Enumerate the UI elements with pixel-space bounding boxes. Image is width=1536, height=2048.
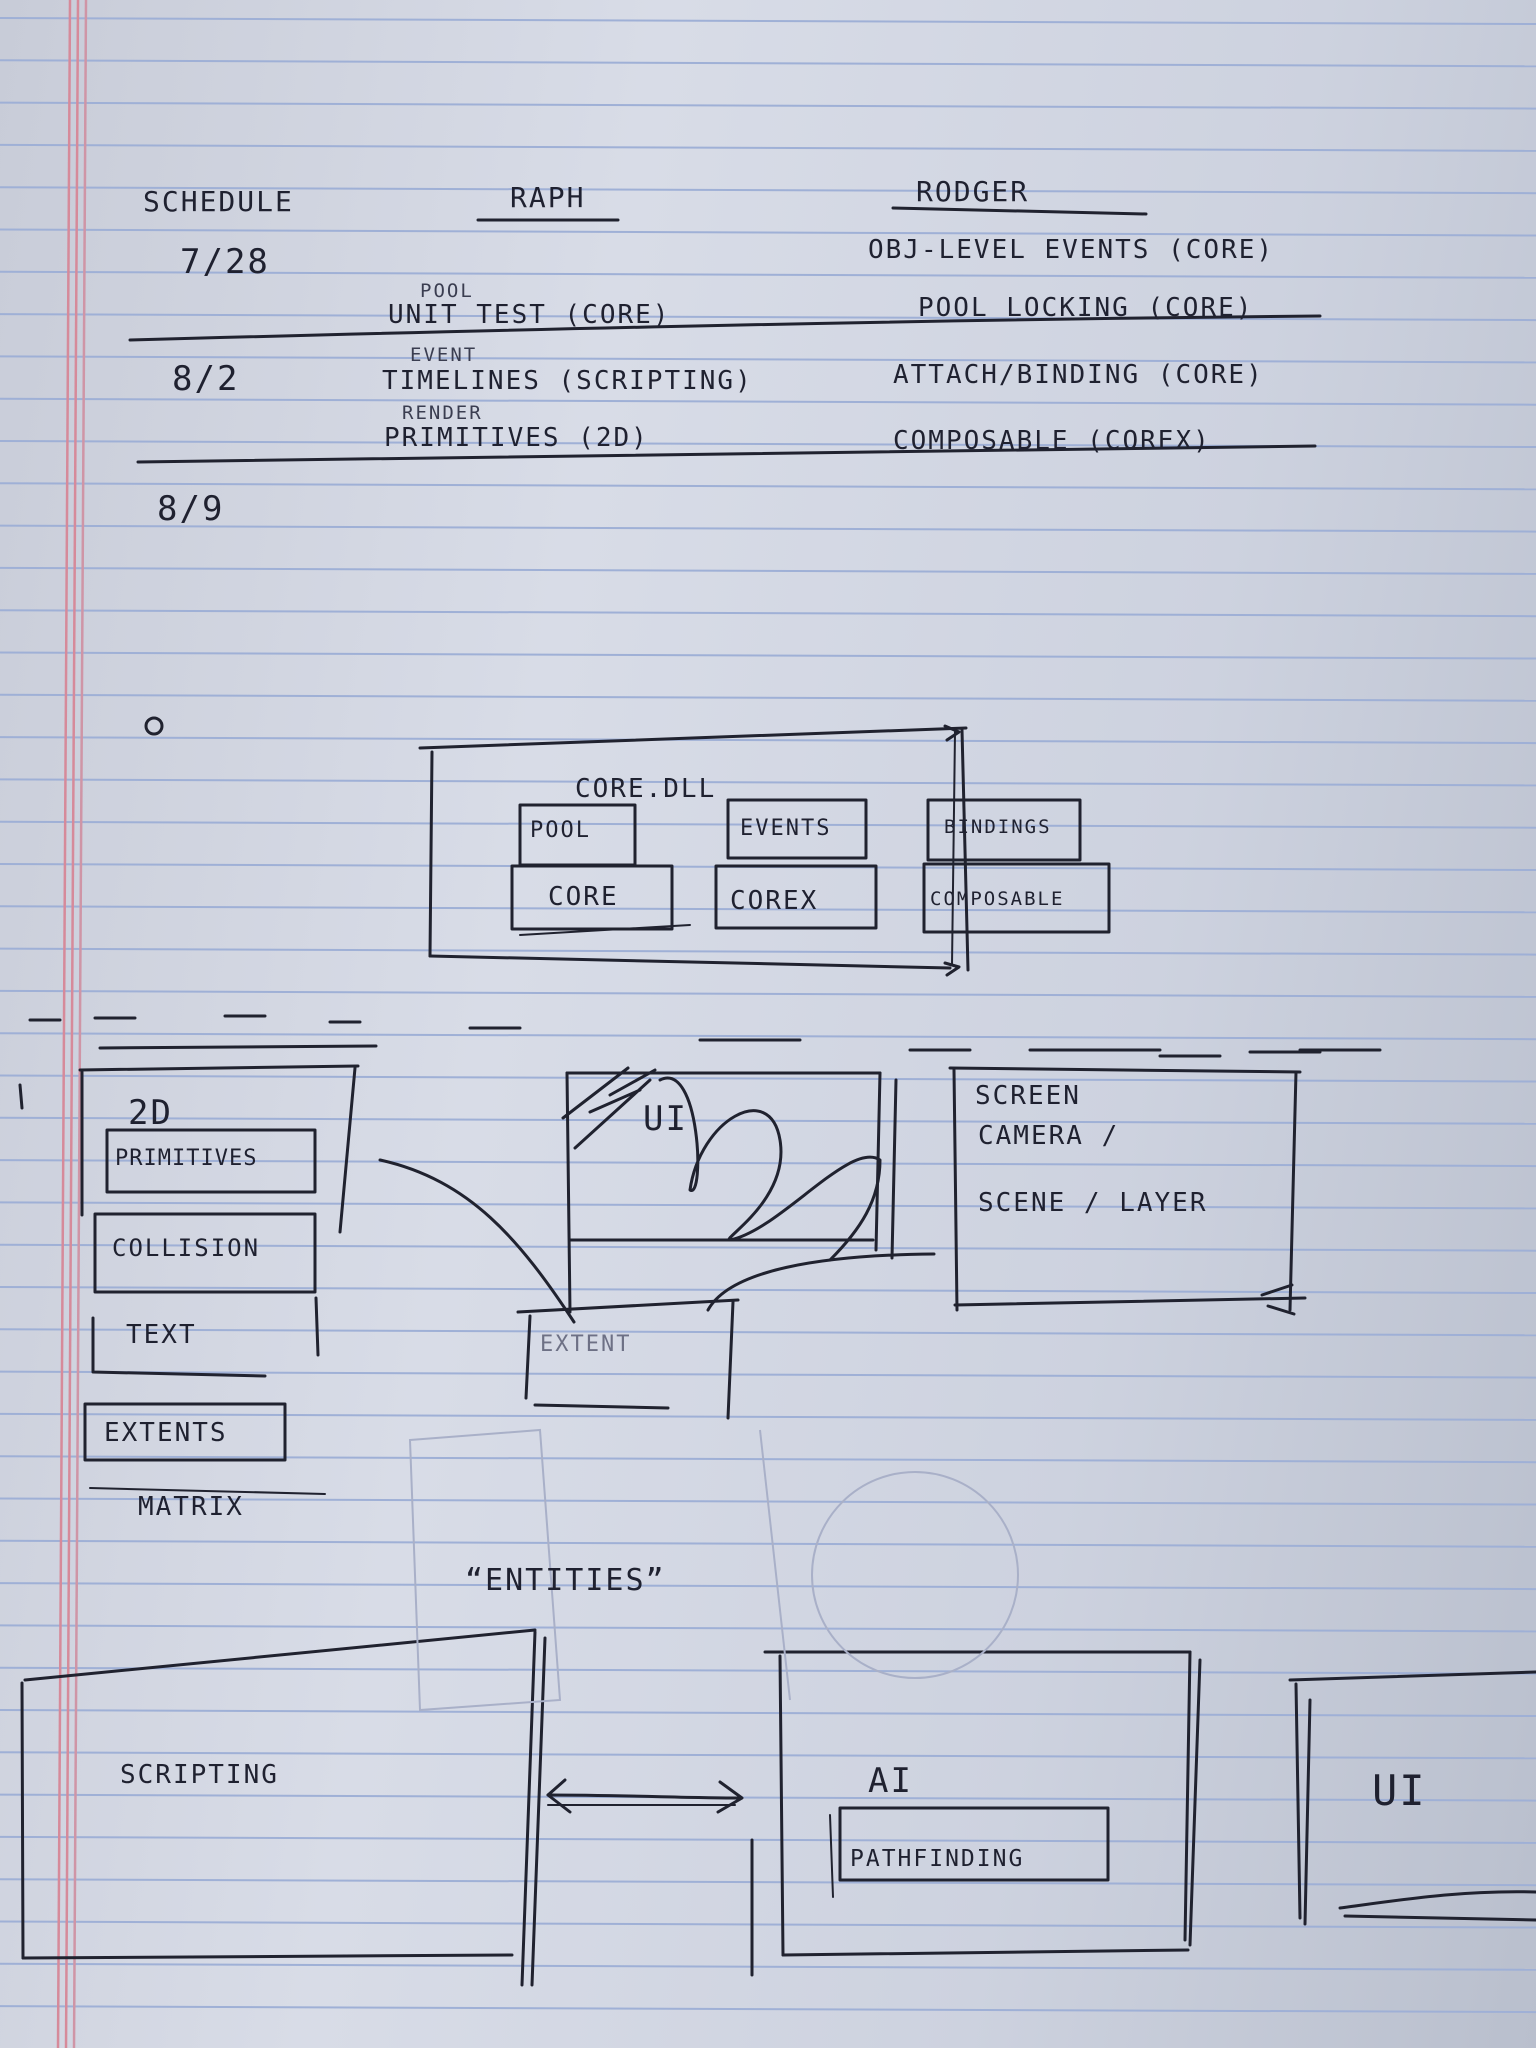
entities-title: “ENTITIES” bbox=[465, 1563, 666, 1598]
scripting-box bbox=[20, 1628, 547, 1987]
module-events: EVENTS bbox=[740, 816, 832, 841]
screen-line-2: CAMERA / bbox=[978, 1121, 1120, 1151]
pathfinding-label: PATHFINDING bbox=[850, 1846, 1025, 1872]
screen-line-1: SCREEN bbox=[975, 1081, 1081, 1111]
header-raph: RAPH bbox=[510, 181, 586, 214]
screen-box bbox=[948, 1066, 1307, 1316]
rodger-1-task-1: ATTACH/BINDING (CORE) bbox=[893, 360, 1264, 390]
schedule-lines bbox=[128, 206, 1322, 464]
header-schedule: SCHEDULE bbox=[143, 185, 294, 218]
item-primitives: PRIMITIVES bbox=[115, 1146, 258, 1171]
item-text: TEXT bbox=[126, 1320, 197, 1350]
rodger-1-task-2: COMPOSABLE (COREX) bbox=[893, 426, 1211, 456]
ai-box bbox=[750, 1650, 1202, 1977]
scripting-label: SCRIPTING bbox=[120, 1760, 279, 1790]
extent-box bbox=[378, 1158, 936, 1420]
module-composable: COMPOSABLE bbox=[930, 888, 1065, 910]
show-through-sketch bbox=[408, 1428, 1019, 1712]
item-matrix: MATRIX bbox=[138, 1492, 244, 1522]
date-7-28: 7/28 bbox=[180, 242, 270, 282]
ui-label: UI bbox=[643, 1099, 688, 1139]
module-corex: COREX bbox=[730, 886, 819, 916]
rodger-0-task-1: OBJ-LEVEL EVENTS (CORE) bbox=[868, 235, 1275, 265]
raph-2-note: RENDER bbox=[402, 402, 483, 424]
module-pool: POOL bbox=[530, 818, 591, 843]
group-2d-box bbox=[18, 1044, 378, 1495]
raph-0-note: POOL bbox=[420, 280, 474, 302]
raph-1-task: TIMELINES (SCRIPTING) bbox=[382, 366, 753, 396]
raph-0-task: UNIT TEST (CORE) bbox=[388, 300, 671, 330]
group-2d-title: 2D bbox=[128, 1093, 173, 1133]
module-core: CORE bbox=[548, 882, 619, 912]
raph-2-task: PRIMITIVES (2D) bbox=[384, 423, 649, 453]
core-modules bbox=[510, 798, 1111, 936]
double-arrow bbox=[546, 1778, 744, 1814]
module-bindings: BINDINGS bbox=[944, 816, 1052, 838]
rodger-0-task-2: POOL LOCKING (CORE) bbox=[918, 293, 1254, 323]
dashed-separator bbox=[28, 1014, 1382, 1058]
item-collision: COLLISION bbox=[112, 1234, 261, 1262]
raph-1-note: EVENT bbox=[410, 344, 478, 366]
date-8-9: 8/9 bbox=[157, 489, 225, 529]
ui-entity-box bbox=[1288, 1670, 1536, 1926]
ui-entity-label: UI bbox=[1372, 1766, 1427, 1815]
core-dll-box bbox=[418, 724, 970, 977]
ai-label: AI bbox=[868, 1761, 913, 1801]
header-rodger: RODGER bbox=[916, 175, 1030, 208]
item-extents: EXTENTS bbox=[104, 1418, 228, 1448]
extent-label: EXTENT bbox=[540, 1332, 632, 1357]
core-dll-title: CORE.DLL bbox=[575, 774, 717, 804]
screen-line-3: SCENE / LAYER bbox=[978, 1188, 1208, 1218]
ui-diagram-box bbox=[561, 1066, 898, 1314]
margin-circle bbox=[144, 716, 164, 736]
date-8-2: 8/2 bbox=[172, 359, 240, 399]
